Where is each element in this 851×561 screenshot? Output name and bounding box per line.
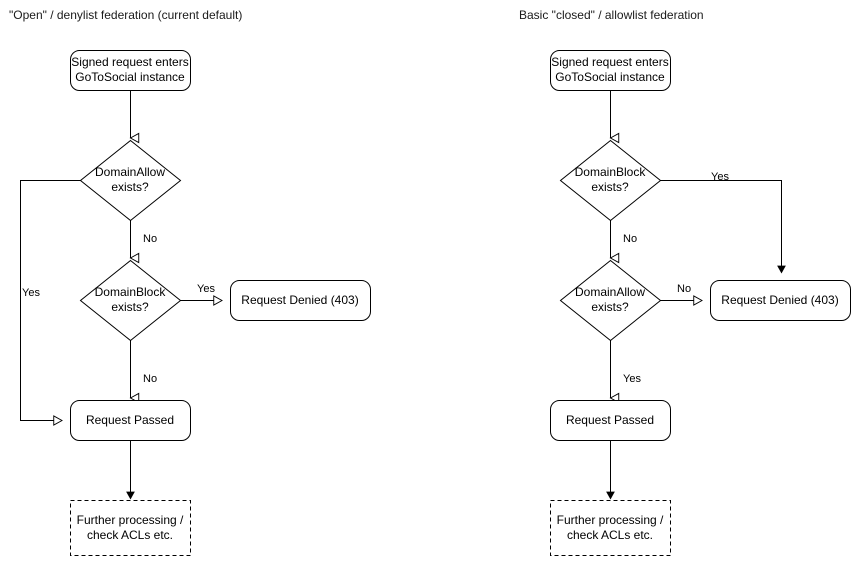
node-request-denied [230,280,371,321]
node-start-label: Signed request enters GoToSocial instanc… [71,55,189,84]
node-decision-domainblock-label: DomainBlock exists? [94,285,166,314]
node-decision-domainallow-label: DomainAllow exists? [94,165,166,194]
node-request-denied-label: Request Denied (403) [241,292,359,307]
node-further-processing-label: Further processing / check ACLs etc. [556,513,664,542]
edge-label-allow-no: No [143,233,158,245]
node-request-passed-label: Request Passed [565,412,655,427]
edge-label-block-no: No [623,233,638,245]
node-request-passed-label: Request Passed [85,412,175,427]
edge-label-block-yes: Yes [711,171,729,183]
edge-label-allow-yes: Yes [623,373,641,385]
diagram-open-denylist [20,50,371,556]
node-further-processing [70,500,191,556]
edge-label-allow-no: No [677,283,692,295]
node-start-label: Signed request enters GoToSocial instanc… [551,55,669,84]
edge-allow-yes-to-passed [20,180,81,426]
edge-block-yes-to-denied [660,180,786,274]
edge-label-block-no: No [143,373,158,385]
edge-label-block-yes: Yes [197,283,215,295]
diagram-closed-allowlist [550,50,851,556]
node-further-processing [550,500,671,556]
diagram-title-right: Basic "closed" / allowlist federation [519,8,704,22]
node-decision-domainblock-label: DomainBlock exists? [574,165,646,194]
node-further-processing-label: Further processing / check ACLs etc. [76,513,184,542]
edge-label-allow-yes: Yes [22,287,40,299]
node-decision-domainallow-label: DomainAllow exists? [574,285,646,314]
node-request-denied-label: Request Denied (403) [721,292,839,307]
diagram-title-left: "Open" / denylist federation (current de… [9,8,243,22]
